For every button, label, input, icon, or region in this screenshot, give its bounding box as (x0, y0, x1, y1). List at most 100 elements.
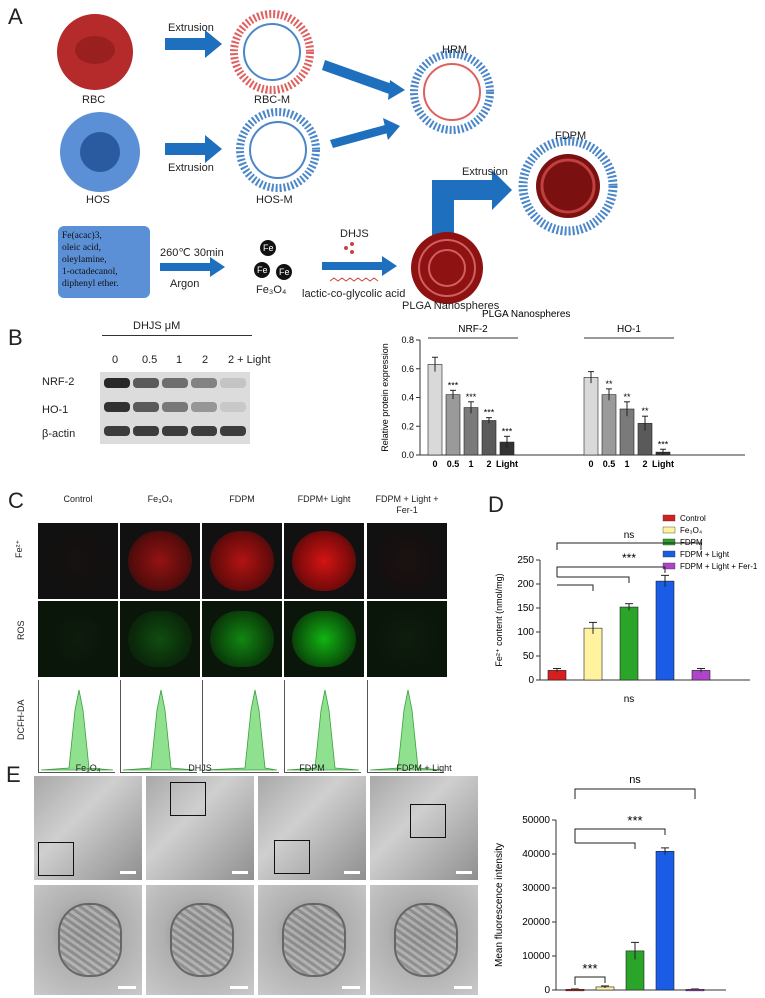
sig-label: ns (624, 530, 635, 541)
extrusion-label-2: Extrusion (168, 162, 214, 174)
legend-swatch (662, 514, 676, 522)
rbc-cell (57, 14, 133, 90)
legend-label: FDPM + Light (680, 550, 730, 559)
blot-band (191, 378, 217, 388)
significance-label: ** (641, 406, 649, 416)
tem-column-header: Fe₃O₄ (75, 763, 101, 773)
blot-band (191, 426, 217, 436)
panel-a-letter: A (8, 4, 23, 29)
bracket-1 (574, 828, 666, 843)
tem-column-header: DHJS (188, 763, 212, 773)
blot-band (133, 426, 159, 436)
fdpm-label: FDPM (555, 130, 587, 142)
histogram-svg (286, 689, 360, 771)
x-tick-label: 2 (642, 459, 647, 469)
reagent-item: oleylamine, (62, 255, 107, 265)
ros-image (202, 601, 282, 677)
reagent-item: Fe(acac)3, (62, 231, 102, 241)
sig-label: ns (629, 774, 641, 786)
tem-column-header: FDPM + Light (396, 763, 452, 773)
sig-label: *** (582, 961, 597, 976)
blot-band (104, 378, 130, 388)
bracket-2 (557, 576, 630, 583)
extrusion-label-1: Extrusion (168, 22, 214, 34)
lane-label: 0 (112, 354, 119, 366)
fe-label-3: Fe (279, 267, 290, 277)
arrow-to-hrm-2 (330, 125, 388, 148)
tem-overview (34, 776, 142, 880)
row-label-fe: Fe²⁺ (14, 539, 24, 558)
reagent-item: 1-octadecanol, (62, 267, 118, 277)
bar (583, 377, 599, 456)
y-axis-label: Relative protein expression (380, 343, 390, 452)
significance-label: ** (605, 379, 613, 389)
fe-signal (210, 531, 274, 591)
significance-label: *** (466, 392, 477, 402)
legend-label: Fe₃O₄ (680, 526, 702, 535)
arrow-hos (165, 135, 222, 163)
blot-band (162, 402, 188, 412)
panel-c-letter: C (8, 488, 24, 513)
reagent-item: oleic acid, (62, 243, 102, 253)
lane-header-line (102, 335, 252, 336)
blot-band (104, 426, 130, 436)
bar (655, 580, 675, 681)
fe3o4-label: Fe₃O₄ (256, 284, 287, 296)
hos-label: HOS (86, 194, 110, 206)
ros-signal (210, 611, 274, 667)
scale-bar (342, 986, 360, 989)
legend-label: FDPM + Light + Fer-1 (680, 562, 758, 571)
column-header: Fe₃O₄ (147, 494, 173, 504)
y-tick-label: 0.2 (401, 421, 414, 431)
scale-bar (118, 986, 136, 989)
x-tick-label: 1 (468, 459, 473, 469)
column-header: Control (63, 494, 93, 504)
histogram-svg (369, 689, 443, 771)
panel-e-letter: E (6, 762, 21, 787)
legend-swatch (662, 550, 676, 558)
arrow-synthesis (160, 257, 225, 277)
flow-histogram (38, 680, 115, 773)
y-tick-label: 20000 (522, 917, 550, 928)
tem-column-header: FDPM (299, 763, 325, 773)
ros-image (120, 601, 200, 677)
tem-zoom (370, 885, 478, 995)
scale-bar (454, 986, 472, 989)
histogram-peak (40, 689, 114, 771)
plga-chain (329, 277, 379, 282)
fe-label-1: Fe (263, 243, 274, 253)
fe-image (120, 523, 200, 599)
fe-signal (46, 531, 110, 591)
x-tick-label: Light (496, 459, 518, 469)
x-tick-label: 2 (486, 459, 491, 469)
bar (583, 627, 603, 681)
blot-band (162, 378, 188, 388)
x-tick-label: Light (652, 459, 674, 469)
plga-label-2: PLGA Nanospheres (402, 300, 500, 312)
fe3o4-particles (254, 240, 292, 280)
y-tick-label: 50 (523, 651, 535, 662)
sig-label: *** (622, 551, 636, 565)
y-tick-label: 0.8 (401, 335, 414, 345)
fe-signal (292, 531, 356, 591)
arrow-extrusion-big (432, 170, 512, 240)
arrow-rbc (165, 30, 222, 58)
tem-zoom (146, 885, 254, 995)
flow-histogram (284, 680, 361, 773)
bracket-1 (556, 566, 666, 577)
blot-band (191, 402, 217, 412)
blot-row-label: HO-1 (42, 404, 69, 416)
x-tick-label: 0.5 (447, 459, 460, 469)
blot-band (162, 426, 188, 436)
panel-b-bar-chart: PLGA Nanospheres0.00.20.40.60.8Relative … (380, 309, 745, 469)
blot-band (104, 402, 130, 412)
mitochondrion (170, 903, 234, 977)
hrm-label: HRM (442, 44, 468, 56)
scale-bar (344, 871, 360, 874)
histogram-peak (286, 689, 360, 771)
zoom-box (38, 842, 74, 876)
bracket-low (574, 976, 606, 985)
y-axis-label: Mean fluorescence intensity (494, 843, 505, 967)
tem-overview (146, 776, 254, 880)
